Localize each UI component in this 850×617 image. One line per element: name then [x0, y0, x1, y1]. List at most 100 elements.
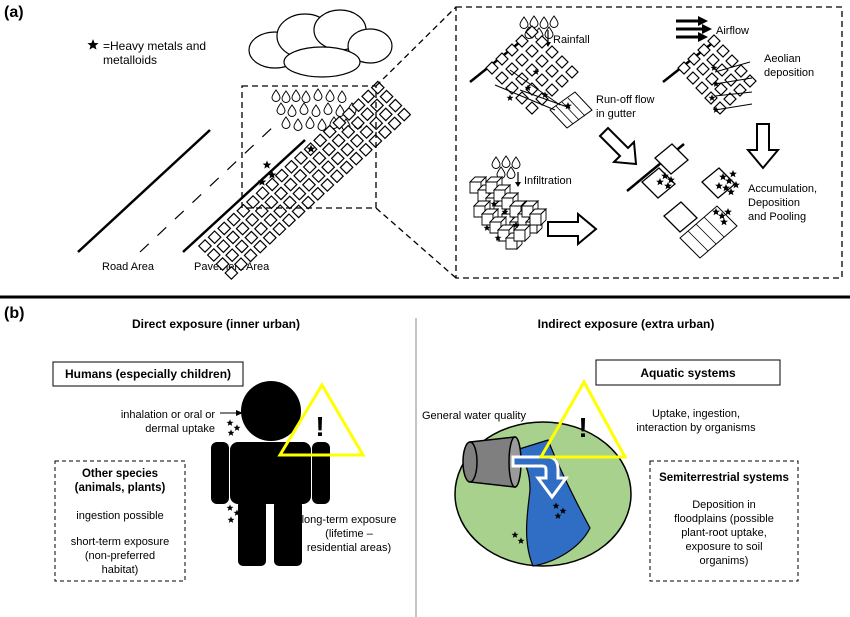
paving-tile: [705, 72, 719, 86]
infiltration-label: Infiltration: [524, 175, 572, 187]
paving-tile: [525, 44, 539, 58]
paving-tile: [235, 221, 250, 236]
long-term-line3: residential areas): [307, 542, 391, 554]
paving-tile: [272, 221, 287, 237]
infiltration-cubes: [468, 175, 548, 251]
paving-tile: [291, 204, 306, 219]
paving-tile: [301, 195, 316, 210]
warning-exclamation-indirect: !: [578, 412, 587, 443]
paving-tile: [283, 177, 298, 192]
paving-tile: [734, 64, 748, 78]
raindrop-icon: [501, 155, 511, 168]
warning-exclamation-direct: !: [315, 411, 324, 442]
soil-cube-side: [524, 223, 531, 243]
raindrop-icon: [291, 89, 301, 102]
raindrop-icon: [323, 102, 333, 115]
paving-tile: [723, 92, 737, 106]
paving-tile: [245, 212, 260, 227]
human-silhouette-icon: [211, 381, 330, 566]
road-curb-line: [182, 139, 306, 253]
paving-tile: [293, 168, 308, 183]
pipe-icon: [462, 436, 522, 488]
paving-tile: [724, 73, 738, 87]
raindrop-icon: [539, 16, 549, 29]
uptake-arrowhead-icon: [236, 410, 243, 416]
legend-text-line1: =Heavy metals and: [103, 39, 206, 53]
paving-tile: [262, 230, 277, 245]
deposition-line1: Deposition in: [692, 499, 756, 511]
accumulation-label-line1: Accumulation,: [748, 183, 817, 195]
infiltration-drops: [491, 155, 521, 179]
warning-triangle-direct: !: [277, 382, 366, 457]
paving-tile: [697, 43, 711, 57]
paving-tile: [495, 52, 509, 66]
paving-tile: [378, 107, 393, 122]
raindrop-icon: [281, 90, 291, 103]
paving-tile: [207, 230, 222, 245]
paving-tile: [535, 54, 549, 68]
paving-tile: [545, 83, 559, 97]
paving-tile: [545, 45, 559, 59]
paving-tile: [215, 256, 230, 272]
paving-tile: [555, 55, 569, 69]
panel-a-label: (a): [4, 4, 24, 21]
water-quality-label: General water quality: [422, 410, 526, 422]
paving-tile: [282, 195, 297, 210]
warning-triangle-indirect: !: [538, 378, 628, 459]
paving-tile: [243, 248, 258, 263]
paving-tile: [370, 80, 385, 95]
paving-tile: [217, 221, 232, 236]
paving-tile: [707, 34, 721, 48]
uptake-organisms-line1: Uptake, ingestion,: [652, 408, 740, 420]
short-term-line3: habitat): [102, 564, 139, 576]
aeolian-arrows: [714, 61, 753, 111]
infiltration-arrowhead-icon: [515, 182, 521, 187]
paving-tile: [525, 25, 539, 39]
paving-tile: [263, 212, 278, 228]
other-species-box: [54, 460, 186, 582]
uptake-text-line2: dermal uptake: [145, 423, 215, 435]
paving-tile: [253, 239, 268, 254]
semiterrestrial-box: [649, 460, 799, 582]
paving-tile: [329, 169, 345, 184]
gutter: [549, 91, 593, 129]
deposition-line5: organims): [700, 555, 749, 567]
paving-tile: [273, 204, 288, 219]
legend-text-line2: metalloids: [103, 53, 157, 67]
raindrop-icon: [544, 26, 554, 39]
rainfall-tiles: [485, 25, 579, 115]
paving-tile: [216, 239, 231, 254]
ingestion-text: ingestion possible: [76, 510, 163, 522]
paving-tile: [293, 150, 309, 166]
runoff-arrows: [494, 69, 571, 111]
paving-tile: [565, 65, 579, 79]
paving-tile: [245, 194, 261, 210]
paving-tile: [265, 177, 280, 192]
paving-tile: [377, 125, 393, 140]
accumulation-gutter: [679, 205, 738, 259]
indirect-exposure-title: Indirect exposure (extra urban): [538, 317, 715, 331]
aquatic-box-label: Aquatic systems: [640, 366, 736, 380]
paving-tile: [360, 107, 375, 122]
paving-tile: [743, 74, 757, 88]
road-edge-line: [77, 129, 211, 253]
soil-cube-side: [540, 207, 547, 227]
raindrop-icon: [281, 116, 291, 129]
paving-tile: [555, 74, 569, 88]
raindrop-icon: [511, 156, 521, 169]
paving-tile: [301, 177, 317, 192]
paving-tile: [388, 98, 403, 113]
paving-tile: [687, 52, 701, 66]
paving-tile: [197, 238, 213, 254]
paving-tile: [341, 106, 357, 122]
raindrop-icon: [313, 88, 323, 101]
paving-tile: [244, 230, 259, 245]
accumulation-label-line3: and Pooling: [748, 211, 806, 223]
heavy-metal-star-icon: [87, 39, 99, 50]
runoff-label-line2: in gutter: [596, 108, 636, 120]
zoom-connector-bottom: [375, 207, 457, 279]
long-term-line2: (lifetime –: [325, 528, 374, 540]
raindrop-icon: [311, 104, 321, 117]
short-term-line2: (non-preferred: [85, 550, 155, 562]
